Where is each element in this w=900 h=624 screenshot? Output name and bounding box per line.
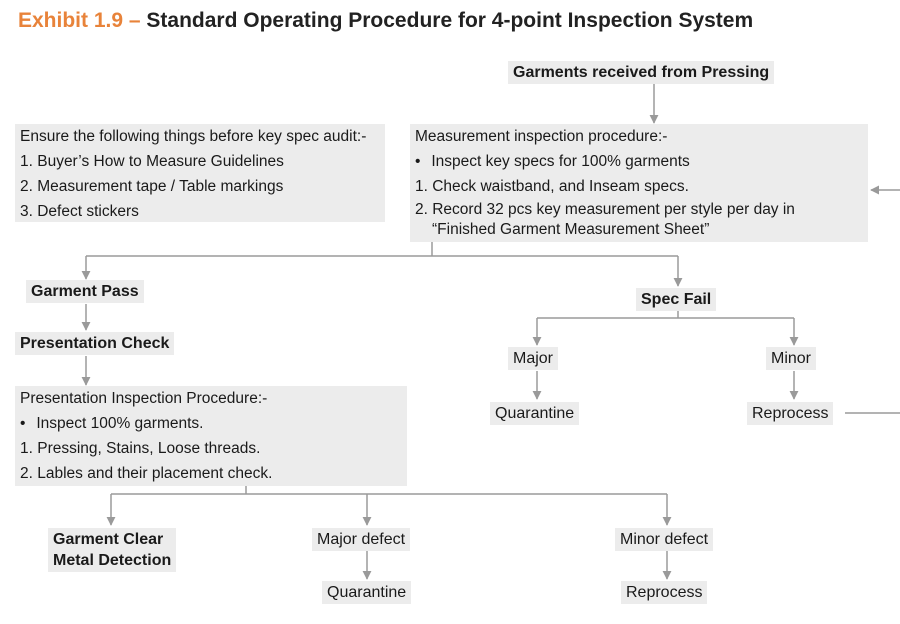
measurement-item: 1. Check waistband, and Inseam specs.: [415, 178, 689, 195]
measurement-bullet-line: • Inspect key specs for 100% garments: [415, 149, 863, 174]
presentation-bullet-text: Inspect 100% garments.: [36, 415, 204, 432]
node-reprocess-defect: Reprocess: [621, 581, 708, 604]
prerequisites-item: 2. Measurement tape / Table markings: [20, 178, 284, 195]
node-spec-fail: Spec Fail: [636, 288, 717, 311]
garment-clear-line: Garment Clear: [53, 531, 164, 548]
node-garment-clear: Garment Clear Metal Detection: [48, 528, 177, 572]
prerequisites-item: 3. Defect stickers: [20, 203, 139, 220]
node-major-defect: Major defect: [312, 528, 411, 551]
exhibit-title-text: Standard Operating Procedure for 4-point…: [146, 9, 754, 32]
node-prerequisites: Ensure the following things before key s…: [15, 124, 385, 222]
node-garment-pass: Garment Pass: [26, 280, 144, 303]
measurement-bullet-text: Inspect key specs for 100% garments: [431, 153, 690, 170]
node-quarantine-spec: Quarantine: [490, 402, 580, 425]
garment-clear-line: Metal Detection: [53, 552, 172, 569]
prerequisites-item: 1. Buyer’s How to Measure Guidelines: [20, 153, 284, 170]
exhibit-title: Exhibit 1.9 – Standard Operating Procedu…: [18, 9, 753, 33]
node-garments-received: Garments received from Pressing: [508, 61, 775, 84]
prerequisites-heading: Ensure the following things before key s…: [20, 128, 367, 145]
presentation-bullet-line: • Inspect 100% garments.: [20, 411, 402, 436]
measurement-heading: Measurement inspection procedure:-: [415, 128, 668, 145]
measurement-item: 2. Record 32 pcs key measurement per sty…: [415, 201, 795, 218]
presentation-item: 2. Lables and their placement check.: [20, 465, 273, 482]
presentation-heading: Presentation Inspection Procedure:-: [20, 390, 268, 407]
node-quarantine-defect: Quarantine: [322, 581, 412, 604]
node-reprocess-spec: Reprocess: [747, 402, 834, 425]
presentation-item: 1. Pressing, Stains, Loose threads.: [20, 440, 261, 457]
node-minor: Minor: [766, 347, 817, 370]
exhibit-number: Exhibit 1.9 –: [18, 9, 141, 32]
node-minor-defect: Minor defect: [615, 528, 714, 551]
node-measurement-procedure: Measurement inspection procedure:- • Ins…: [410, 124, 868, 242]
node-presentation-check: Presentation Check: [15, 332, 175, 355]
measurement-item-continuation: “Finished Garment Measurement Sheet”: [432, 221, 710, 238]
node-presentation-procedure: Presentation Inspection Procedure:- • In…: [15, 386, 407, 486]
node-major: Major: [508, 347, 559, 370]
bullet-icon: •: [415, 153, 421, 170]
bullet-icon: •: [20, 415, 26, 432]
